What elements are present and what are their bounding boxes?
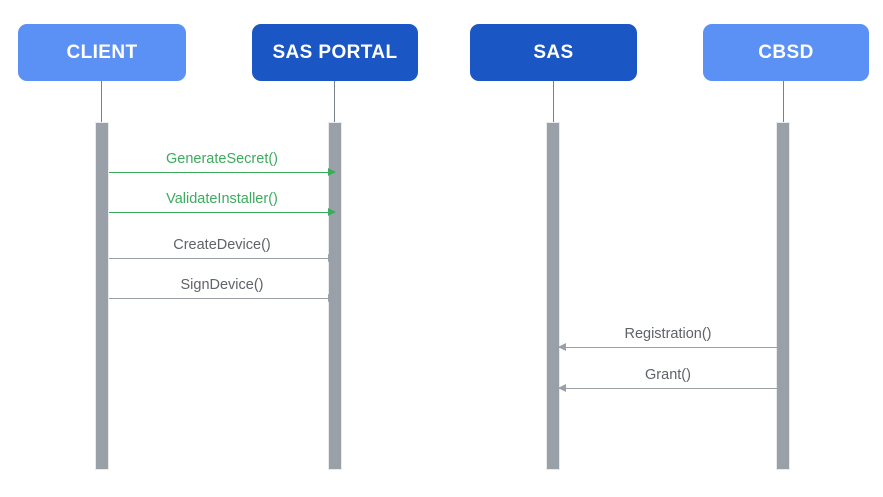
message-label-registration: Registration() <box>624 326 712 342</box>
message-label-create-device: CreateDevice() <box>173 237 271 253</box>
lifeline-stem-sas-portal <box>334 81 335 122</box>
participant-box-cbsd[interactable]: CBSD <box>703 24 869 81</box>
arrowhead-left-icon <box>558 342 566 351</box>
arrowhead-right-icon <box>328 167 336 176</box>
message-line-validate-installer <box>109 212 335 213</box>
participant-label-sas-portal: SAS PORTAL <box>272 42 398 63</box>
arrowhead-right-icon <box>328 207 336 216</box>
message-line-sign-device <box>109 298 335 299</box>
message-line-grant <box>559 388 777 389</box>
arrowhead-right-icon <box>328 253 336 262</box>
participant-box-sas[interactable]: SAS <box>470 24 637 81</box>
activation-bar-sas <box>546 122 560 470</box>
arrowhead-left-icon <box>558 383 566 392</box>
activation-bar-client <box>95 122 109 470</box>
message-label-validate-installer: ValidateInstaller() <box>166 191 278 207</box>
lifeline-stem-cbsd <box>783 81 784 122</box>
lifeline-stem-client <box>101 81 102 122</box>
message-label-sign-device: SignDevice() <box>180 277 264 293</box>
participant-box-client[interactable]: CLIENT <box>18 24 186 81</box>
message-label-generate-secret: GenerateSecret() <box>165 151 279 167</box>
participant-label-sas: SAS <box>533 42 574 63</box>
arrowhead-right-icon <box>328 293 336 302</box>
message-line-create-device <box>109 258 335 259</box>
message-label-grant: Grant() <box>645 367 691 383</box>
participant-label-cbsd: CBSD <box>758 42 814 63</box>
participant-label-client: CLIENT <box>66 42 138 63</box>
participant-box-sas-portal[interactable]: SAS PORTAL <box>252 24 418 81</box>
message-line-generate-secret <box>109 172 335 173</box>
message-line-registration <box>559 347 777 348</box>
lifeline-stem-sas <box>553 81 554 122</box>
activation-bar-cbsd <box>776 122 790 470</box>
